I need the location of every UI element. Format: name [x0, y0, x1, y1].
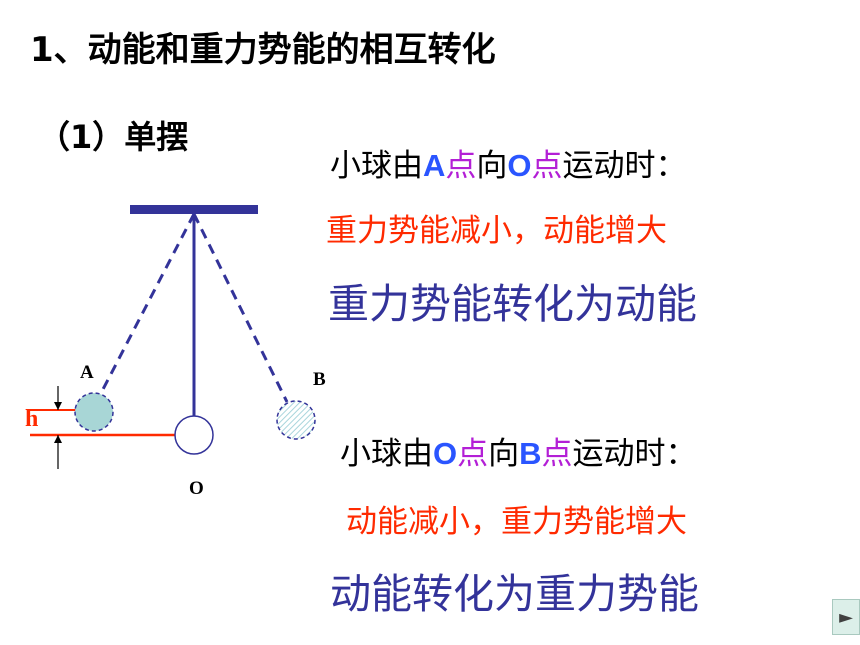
height-arrowhead-top — [54, 402, 62, 410]
height-arrowhead-bottom — [54, 435, 62, 443]
o-to-b-heading: 小球由O点向B点运动时： — [340, 436, 697, 472]
next-slide-button[interactable]: ► — [832, 599, 860, 635]
a-to-o-change: 重力势能减小，动能增大 — [326, 213, 667, 249]
page-title: 1、动能和重力势能的相互转化 — [30, 30, 496, 70]
pendulum-support — [130, 205, 258, 214]
ball-b — [276, 400, 316, 440]
label-b: B — [313, 369, 326, 390]
a-to-o-conclusion: 重力势能转化为动能 — [328, 280, 697, 328]
o-to-b-conclusion: 动能转化为重力势能 — [330, 570, 699, 618]
label-h: h — [25, 406, 39, 432]
o-to-b-change: 动能减小，重力势能增大 — [346, 504, 687, 540]
ball-o — [174, 415, 214, 455]
label-o: O — [189, 478, 204, 499]
label-a: A — [80, 362, 94, 383]
ball-a — [74, 392, 114, 432]
string-to-a — [97, 213, 196, 398]
a-to-o-heading: 小球由A点向O点运动时： — [330, 148, 687, 184]
string-to-b — [192, 213, 289, 403]
section-subtitle: （1）单摆 — [38, 118, 189, 156]
play-next-icon: ► — [839, 606, 853, 628]
